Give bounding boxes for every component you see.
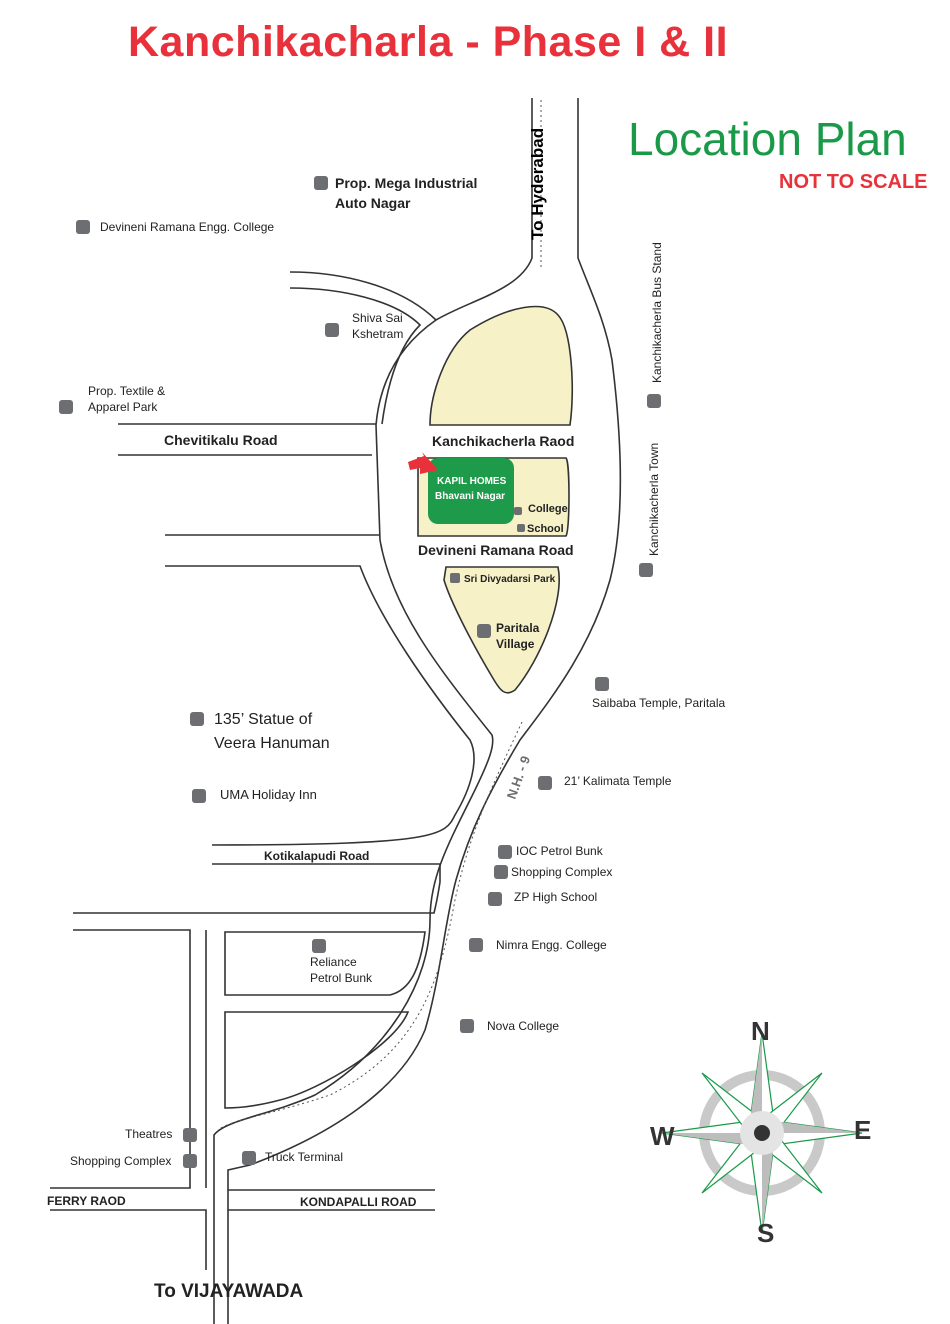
landmark-devineni-engg-college: Devineni Ramana Engg. College	[100, 220, 275, 234]
kotikalapudi-road	[165, 534, 475, 846]
project-block	[428, 458, 514, 524]
landmark-marker	[312, 939, 326, 953]
landmark-reliance-petrol-bunk: Reliance Petrol Bunk	[310, 955, 373, 985]
project-name: KAPIL HOMES	[437, 476, 507, 487]
landmark-shopping-complex-ferry: Shopping Complex	[70, 1154, 172, 1168]
kondapalli-road	[228, 1189, 435, 1211]
landmark-marker	[469, 938, 483, 952]
road-label-kondapalli: KONDAPALLI ROAD	[300, 1195, 417, 1209]
landmark-theatres: Theatres	[125, 1127, 173, 1141]
paritala-plot	[443, 566, 560, 694]
chevitikalu-road	[118, 423, 376, 456]
landmark-truck-terminal: Truck Terminal	[265, 1150, 344, 1164]
landmark-hanuman-statue: 135’ Statue of Veera Hanuman	[214, 711, 330, 752]
landmark-shiva-sai: Shiva Sai Kshetram	[352, 311, 404, 341]
road-label-kotikalapudi: Kotikalapudi Road	[264, 849, 370, 863]
landmark-nova-college: Nova College	[487, 1019, 560, 1033]
north-plot	[429, 305, 574, 426]
landmark-marker	[450, 573, 460, 583]
compass-rose	[661, 1032, 863, 1234]
compass-east-label: E	[854, 1115, 872, 1145]
landmark-marker	[314, 176, 328, 190]
landmark-marker	[647, 394, 661, 408]
landmark-marker	[325, 323, 339, 337]
compass-north-label: N	[751, 1016, 770, 1046]
landmark-bus-stand: Kanchikacherla Bus Stand	[650, 242, 664, 383]
landmark-saibaba-temple: Saibaba Temple, Paritala	[592, 696, 726, 710]
landmark-marker	[488, 892, 502, 906]
landmark-marker	[517, 524, 525, 532]
landmark-school: School	[527, 523, 564, 535]
road-label-devineni-ramana: Devineni Ramana Road	[418, 542, 574, 558]
landmark-college: College	[528, 503, 568, 515]
road-label-kanchikacherla: Kanchikacherla Raod	[432, 433, 575, 449]
project-area: Bhavani Nagar	[435, 491, 506, 502]
landmark-marker	[59, 400, 73, 414]
landmark-marker	[183, 1154, 197, 1168]
landmark-marker	[595, 677, 609, 691]
not-to-scale-note: NOT TO SCALE	[779, 171, 928, 193]
shiva-sai-road	[289, 271, 437, 425]
landmark-marker	[514, 507, 522, 515]
landmark-marker	[639, 563, 653, 577]
landmark-zp-high-school: ZP High School	[514, 890, 598, 904]
landmark-ioc-petrol-bunk: IOC Petrol Bunk	[516, 844, 603, 858]
landmark-divyadarsi-park: Sri Divyadarsi Park	[464, 574, 556, 585]
page-title: Kanchikacharla - Phase I & II	[128, 18, 729, 66]
road-label-to-vijayawada: To VIJAYAWADA	[154, 1281, 304, 1302]
landmark-textile-park: Prop. Textile & Apparel Park	[88, 384, 166, 414]
road-label-to-hyderabad: To Hyderabad	[528, 127, 547, 240]
road-label-ferry: FERRY RAOD	[47, 1194, 126, 1208]
landmark-shopping-complex-nh: Shopping Complex	[511, 865, 613, 879]
red-arrow-icon	[408, 452, 438, 474]
landmark-marker	[477, 624, 491, 638]
landmark-marker	[538, 776, 552, 790]
location-plan-title: Location Plan	[628, 113, 907, 165]
landmark-paritala-village: Paritala Village	[496, 621, 540, 651]
landmark-marker	[190, 712, 204, 726]
nh9-road-right-edge	[227, 98, 622, 1324]
landmark-marker	[494, 865, 508, 879]
compass-south-label: S	[757, 1218, 775, 1248]
landmark-mega-industrial: Prop. Mega Industrial Auto Nagar	[335, 175, 478, 211]
nh9-road-left-edge	[213, 98, 533, 1324]
landmark-marker	[498, 845, 512, 859]
compass-west-label: W	[650, 1121, 675, 1151]
landmark-marker	[192, 789, 206, 803]
landmark-uma-holiday-inn: UMA Holiday Inn	[220, 787, 317, 802]
landmark-town: Kanchikacherla Town	[647, 442, 661, 556]
landmark-marker	[183, 1128, 197, 1142]
landmark-marker	[460, 1019, 474, 1033]
landmark-marker	[242, 1151, 256, 1165]
ferry-road	[50, 1209, 207, 1270]
landmark-nimra-engg-college: Nimra Engg. College	[496, 938, 607, 952]
landmark-marker	[76, 220, 90, 234]
landmark-kalimata-temple: 21’ Kalimata Temple	[564, 774, 672, 788]
road-label-chevitikalu: Chevitikalu Road	[164, 432, 278, 448]
